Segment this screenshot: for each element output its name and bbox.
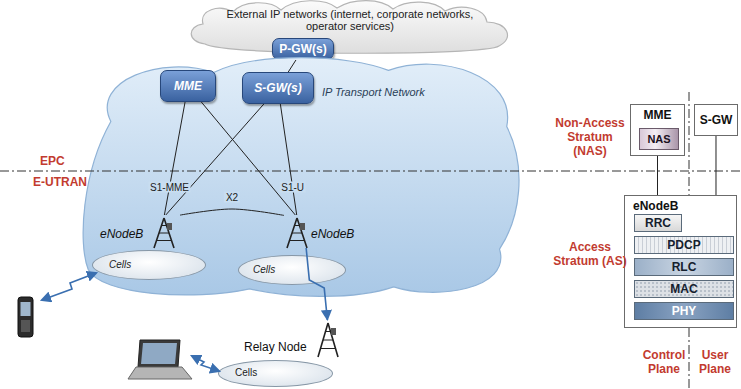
- interface-line: [166, 104, 264, 215]
- radio-link: [192, 356, 219, 371]
- protocol-layer: RRC: [634, 214, 682, 232]
- node-label: Relay Node: [244, 340, 340, 354]
- interface-line: [657, 156, 658, 195]
- interface-line: [164, 102, 185, 215]
- node-label: eNodeB: [311, 227, 362, 241]
- antenna: [300, 223, 305, 230]
- external-network-cloud: External IP networks (internet, corporat…: [185, 0, 515, 54]
- node-label: eNodeB: [100, 227, 180, 241]
- node-label: RLC: [672, 260, 697, 274]
- enodeb-stack: eNodeB RRC PDCP RLC MAC PHY: [624, 195, 737, 328]
- interface-line: [715, 136, 716, 195]
- section-label: Control Plane: [641, 348, 687, 376]
- radio-link: [306, 248, 327, 320]
- tower-brace: [290, 240, 305, 241]
- laptop-icon: [128, 340, 192, 379]
- protocol-layer: PDCP: [634, 236, 734, 254]
- protocol-layer: NAS: [639, 128, 679, 150]
- interface-label: S1-U: [279, 182, 306, 193]
- section-label: EPC: [40, 154, 80, 168]
- base-station: eNodeB: [98, 215, 180, 248]
- node-label: External IP networks (internet, corporat…: [220, 8, 480, 32]
- antenna: [331, 328, 336, 335]
- phone-icon: [18, 297, 33, 337]
- section-label: User Plane: [692, 348, 738, 376]
- node-label: MME: [174, 79, 202, 93]
- section-label: Non-Access Stratum (NAS): [552, 116, 628, 158]
- antenna: [167, 223, 172, 230]
- tower-brace: [162, 225, 167, 226]
- section-label: Access Stratum (AS): [552, 240, 628, 268]
- transport-network-region: IP Transport Network MME S-GW(s) eNodeB eNod…: [80, 50, 517, 295]
- radio-link: [42, 273, 96, 300]
- cell-area: Cells: [238, 255, 346, 285]
- node-label: S-GW(s): [254, 81, 301, 95]
- cell-area: Cells: [92, 250, 206, 280]
- node-label: MME: [631, 108, 684, 122]
- tower-icons: [154, 218, 338, 357]
- tower-brace: [321, 348, 336, 349]
- protocol-layer: MAC: [634, 280, 734, 298]
- node-label: MAC: [670, 282, 697, 296]
- node-label: NAS: [647, 133, 670, 145]
- gateway-box: P-GW(s): [272, 38, 334, 60]
- node-label: PDCP: [667, 238, 700, 252]
- tower-brace: [292, 233, 302, 234]
- gateway-box: S-GW(s): [242, 72, 314, 104]
- domain-divider: [0, 171, 741, 172]
- interface-label: S1-MME: [148, 181, 191, 192]
- node-label: Cells: [109, 259, 205, 270]
- relay-node: Relay Node: [240, 320, 340, 356]
- plane-divider: [689, 328, 690, 389]
- node-label: RRC: [645, 216, 671, 230]
- interface-line: [288, 60, 296, 72]
- node-label: IP Transport Network: [322, 86, 517, 98]
- node-label: PHY: [672, 304, 697, 318]
- tower-brace: [326, 331, 331, 332]
- base-station: eNodeB: [284, 215, 362, 248]
- tower-brace: [295, 225, 300, 226]
- protocol-layer: RLC: [634, 258, 734, 276]
- node-label: S-GW: [700, 113, 733, 127]
- interface-line: [280, 104, 296, 215]
- interface-label: X2: [224, 192, 240, 203]
- interface-line: [180, 209, 284, 215]
- tower-leg: [154, 218, 174, 248]
- tower-leg: [287, 218, 307, 248]
- mme-box: MME NAS: [630, 104, 685, 156]
- mme-box: MME: [160, 70, 216, 102]
- gateway-box: S-GW: [694, 104, 739, 136]
- interface-line: [201, 102, 295, 215]
- node-label: Cells: [235, 367, 332, 378]
- cell-area: Cells: [218, 360, 333, 387]
- tower-leg: [318, 323, 338, 357]
- tower-brace: [323, 340, 333, 341]
- node-label: Cells: [253, 264, 345, 275]
- section-label: E-UTRAN: [33, 175, 93, 189]
- protocol-layer: PHY: [634, 302, 734, 320]
- tower-brace: [159, 233, 169, 234]
- node-label: eNodeB: [633, 199, 736, 213]
- plane-divider: [689, 92, 690, 195]
- tower-brace: [157, 240, 172, 241]
- node-label: P-GW(s): [279, 42, 326, 56]
